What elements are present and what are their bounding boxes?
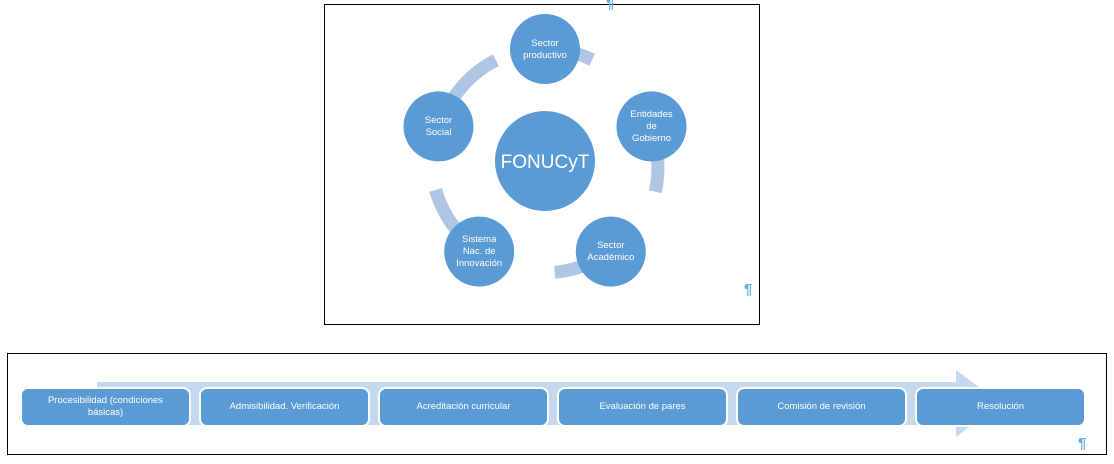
step-line-2: básicas) [87, 407, 124, 418]
process-step-text: Evaluación de pares [599, 401, 686, 413]
process-step-comision-de-revision[interactable]: Comisión de revisión [737, 388, 906, 426]
step-line-1: Procesibilidad (condiciones [47, 395, 164, 407]
node-label-line-2: Social [426, 127, 452, 138]
pilcrow-mark-bottom: ¶ [1078, 435, 1087, 452]
cycle-node-entidades-de-gobierno[interactable]: Entidades de Gobierno [616, 91, 687, 162]
cycle-node-sector-social[interactable]: Sector Social [403, 91, 474, 162]
node-label-line-1: Sistema [462, 234, 497, 245]
pilcrow-mark-top: ¶ [606, 0, 615, 12]
center-circle [495, 111, 595, 211]
node-label-line-2: de [646, 121, 657, 132]
node-circle [444, 216, 515, 287]
node-label-line-1: Sector [425, 115, 452, 126]
cycle-diagram-panel: FONUCyT Sector productivo Entidades de G… [324, 4, 760, 325]
process-step-acreditacion-curricular[interactable]: Acreditación curricular [379, 388, 548, 426]
process-flow-panel: Procesibilidad (condiciones básicas) Adm… [7, 353, 1107, 455]
process-step-evaluacion-de-pares[interactable]: Evaluación de pares [558, 388, 727, 426]
node-label-line-3: Gobierno [632, 133, 671, 144]
node-label-line-2: productivo [523, 50, 567, 61]
center-label: FONUCyT [501, 152, 590, 173]
pilcrow-mark-cycle: ¶ [744, 281, 753, 298]
node-label-line-2: Académico [587, 252, 634, 263]
node-label-line-1: Entidades [630, 109, 673, 120]
process-step-text: Acreditación curricular [416, 401, 511, 413]
cycle-node-center[interactable]: FONUCyT [495, 111, 595, 211]
cycle-node-sector-academico[interactable]: Sector Académico [575, 216, 646, 287]
node-label-line-1: Sector [531, 38, 558, 49]
node-circle [616, 91, 687, 162]
cycle-node-sistema-nac-de-innovacion[interactable]: Sistema Nac. de Innovación [444, 216, 515, 287]
node-label-line-3: Innovación [456, 258, 502, 269]
process-step-text: Comisión de revisión [777, 401, 866, 413]
process-step-text: Admisibilidad. Verificación [229, 401, 340, 413]
process-step-resolucion[interactable]: Resolución [916, 388, 1085, 426]
node-circle [403, 91, 474, 162]
node-label-line-2: Nac. de [463, 246, 496, 257]
process-step-procesibilidad[interactable]: Procesibilidad (condiciones básicas) [21, 388, 190, 426]
node-label-line-1: Sector [597, 240, 624, 251]
cycle-node-sector-productivo[interactable]: Sector productivo [510, 14, 580, 84]
process-step-text: Resolución [977, 401, 1024, 413]
process-step-admisibilidad-verificacion[interactable]: Admisibilidad. Verificación [200, 388, 369, 426]
node-circle [575, 216, 646, 287]
cycle-diagram-svg: FONUCyT Sector productivo Entidades de G… [403, 14, 687, 287]
node-circle [510, 14, 580, 84]
process-step-text: Procesibilidad (condiciones básicas) [48, 395, 163, 419]
